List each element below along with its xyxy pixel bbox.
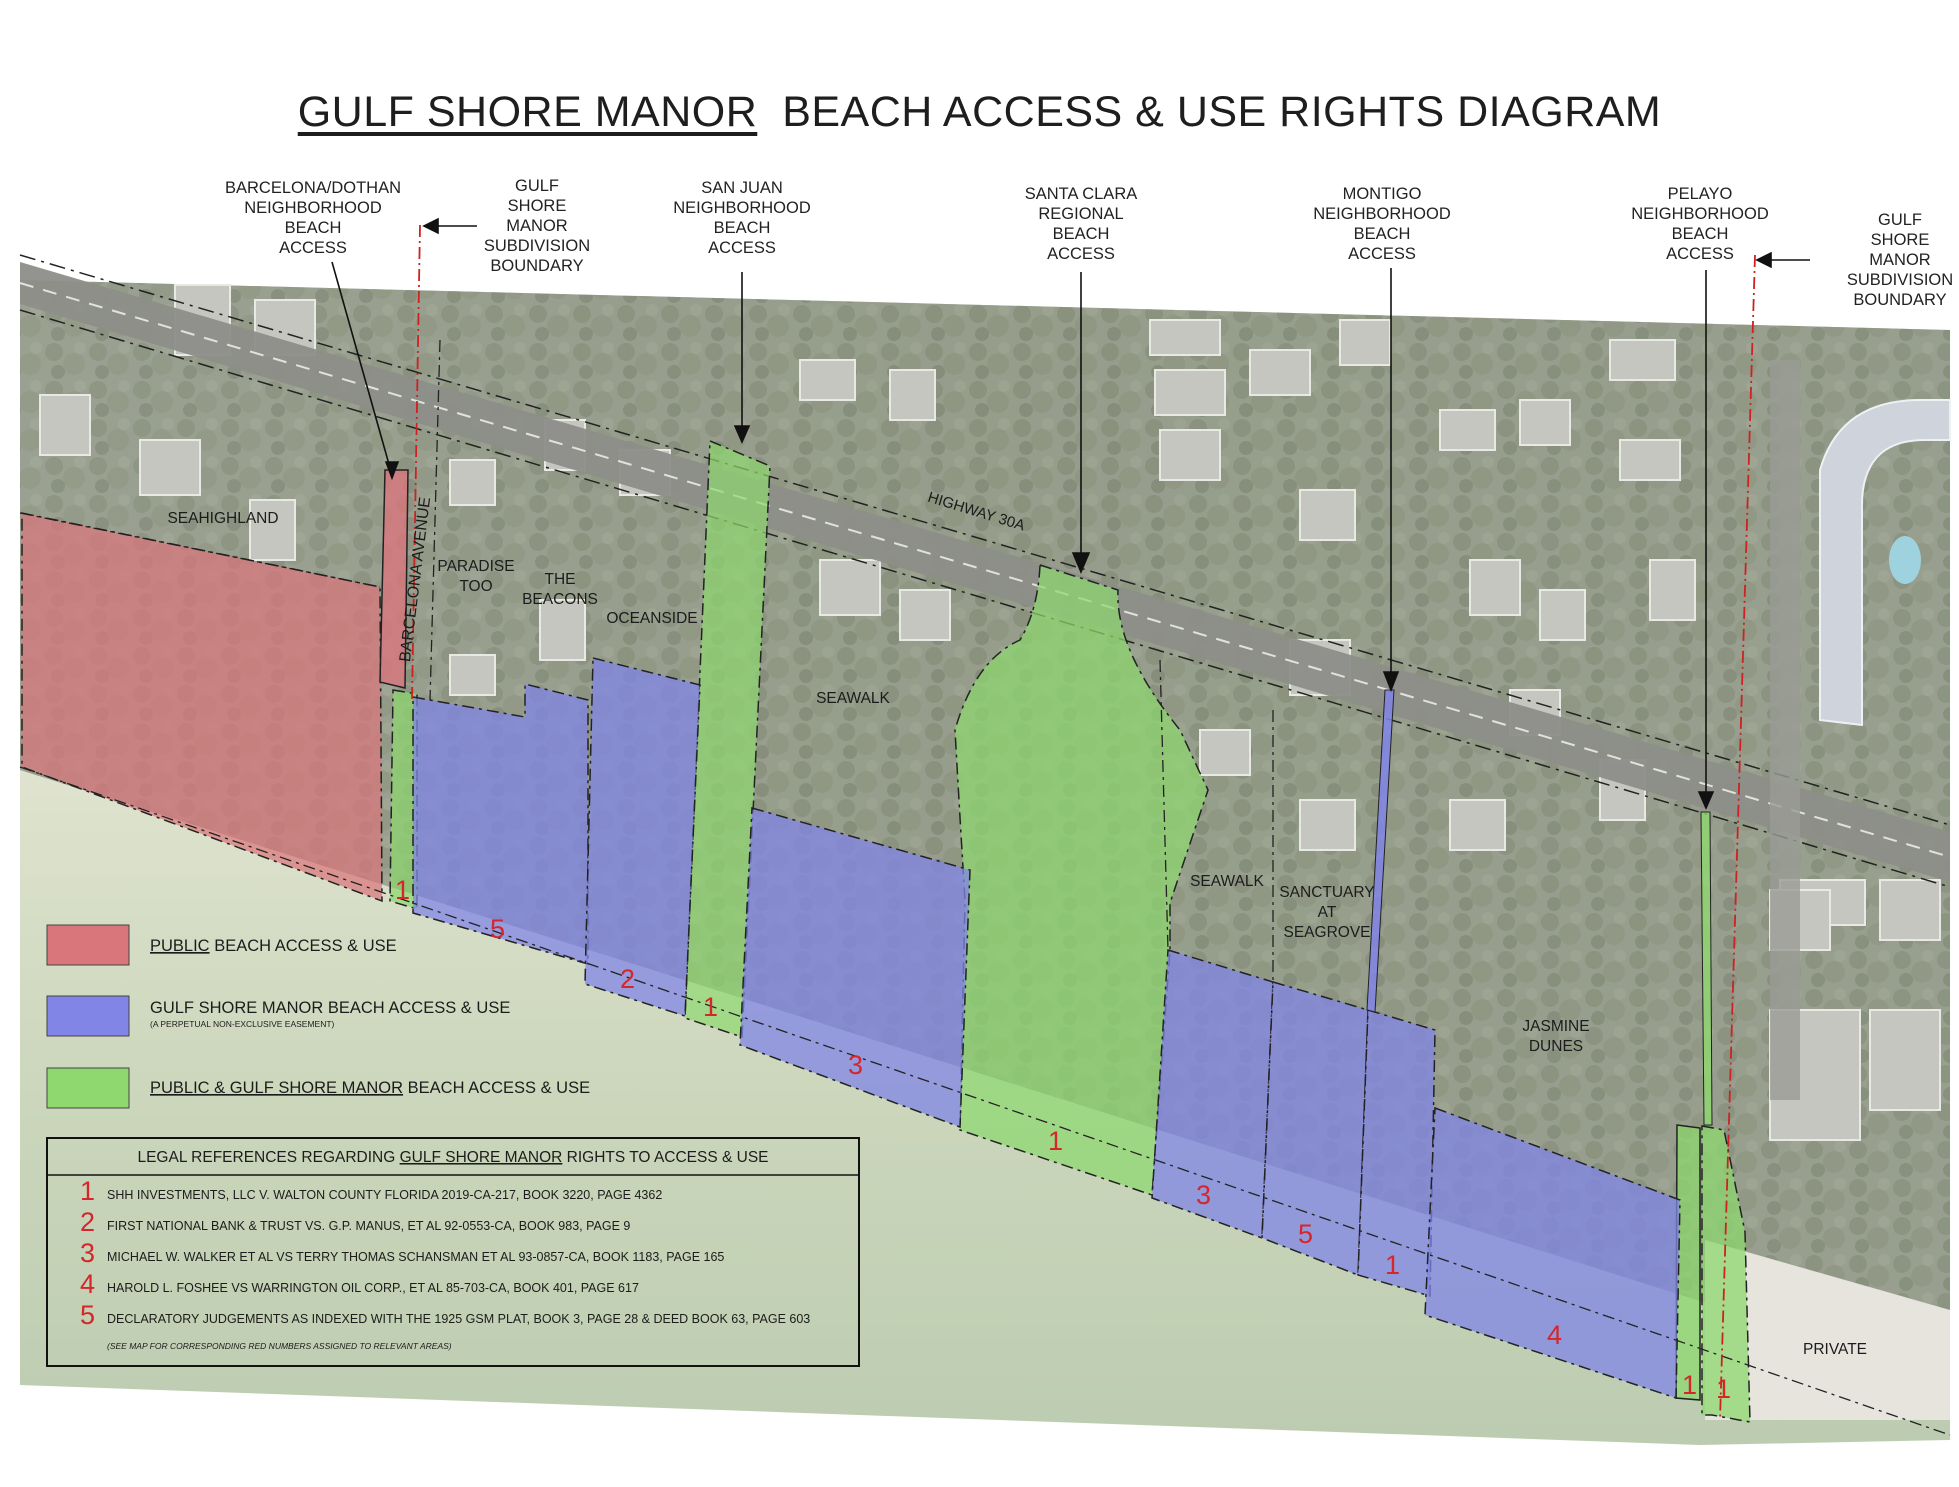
callout-east-subdivision-boundary: GULF SHORE MANOR SUBDIVISION BOUNDARY <box>1846 211 1954 309</box>
label-jasmine-dunes-line2: DUNES <box>1529 1038 1583 1055</box>
area-number-jasmine: 4 <box>1547 1320 1562 1350</box>
label-paradise-too-line2: TOO <box>459 578 492 595</box>
highway-edge-south <box>19 309 1951 888</box>
area-gsm-east-b <box>1261 981 1369 1277</box>
callout-west-subdivision-boundary: GULF SHORE MANOR SUBDIVISION BOUNDARY <box>483 177 591 275</box>
title-underlined: GULF SHORE MANOR <box>297 88 758 136</box>
parcel-lines <box>19 339 1951 1436</box>
callout-barcelona-dothan-access: BARCELONA/DOTHAN NEIGHBORHOOD BEACH ACCE… <box>224 179 402 257</box>
legend-sublabel-gsm: (A PERPETUAL NON-EXCLUSIVE EASEMENT) <box>150 1019 335 1029</box>
area-gsm-oceanside <box>584 657 701 1018</box>
area-gsm-west <box>412 683 589 965</box>
legal-row-4-text: HAROLD L. FOSHEE VS WARRINGTON OIL CORP.… <box>107 1281 639 1295</box>
area-number-gsm-east-a: 3 <box>1196 1180 1211 1210</box>
legend-swatch-gsm <box>46 995 130 1037</box>
resort-building <box>1819 399 1951 727</box>
area-pelayo-north-strip <box>1700 811 1713 1126</box>
area-barcelona-shared-strip <box>389 689 418 911</box>
area-gsm-seawalk <box>739 807 971 1129</box>
legal-row-2-text: FIRST NATIONAL BANK & TRUST VS. G.P. MAN… <box>107 1219 630 1233</box>
area-pelayo-shared-strip-b <box>1675 1124 1701 1401</box>
title-rest: BEACH ACCESS & USE RIGHTS DIAGRAM <box>782 88 1662 136</box>
cross-street <box>1770 360 1800 1100</box>
legal-row-5-text: DECLARATORY JUDGEMENTS AS INDEXED WITH T… <box>107 1312 810 1326</box>
legal-row-3-number: 3 <box>80 1238 95 1268</box>
label-seahighland: SEAHIGHLAND <box>167 510 278 527</box>
area-pelayo-shared-strip <box>1701 1125 1751 1423</box>
area-number-montigo: 1 <box>1385 1250 1400 1280</box>
callout-san-juan-access: SAN JUAN NEIGHBORHOOD BEACH ACCESS <box>673 179 811 257</box>
label-sanctuary-line2: AT <box>1318 904 1337 921</box>
label-sanctuary-line1: SANCTUARY <box>1279 884 1374 901</box>
area-number-pelayo-b: 1 <box>1716 1374 1731 1404</box>
area-number-gsm-west: 5 <box>490 914 505 944</box>
area-public-west <box>21 512 383 903</box>
area-number-santa-clara: 1 <box>1048 1126 1063 1156</box>
callout-santa-clara-access: SANTA CLARA REGIONAL BEACH ACCESS <box>1024 185 1138 263</box>
label-the-beacons-line1: THE <box>545 571 576 588</box>
label-seawalk-west: SEAWALK <box>816 690 890 707</box>
area-gsm-jasmine <box>1424 1106 1681 1400</box>
label-seawalk-east: SEAWALK <box>1190 873 1264 890</box>
area-number-barcelona-strip: 1 <box>395 875 410 905</box>
callout-montigo-access: MONTIGO NEIGHBORHOOD BEACH ACCESS <box>1313 185 1451 263</box>
subdivision-boundary-west <box>411 224 421 701</box>
legal-row-4-number: 4 <box>80 1269 95 1299</box>
legal-row-1-number: 1 <box>80 1176 95 1206</box>
callout-leaders <box>331 217 1810 810</box>
legal-row-5-number: 5 <box>80 1300 95 1330</box>
legal-row-2-number: 2 <box>80 1207 95 1237</box>
area-gsm-east-a <box>1151 949 1274 1240</box>
legend-label-gsm: GULF SHORE MANOR BEACH ACCESS & USE <box>150 999 510 1017</box>
legend-swatch-shared <box>46 1067 130 1109</box>
area-number-pelayo-a: 1 <box>1682 1370 1697 1400</box>
highway-edge-north <box>19 254 1951 826</box>
legal-row-1-text: SHH INVESTMENTS, LLC V. WALTON COUNTY FL… <box>107 1188 662 1202</box>
area-number-gsm-east-b: 5 <box>1298 1219 1313 1249</box>
label-private: PRIVATE <box>1803 1341 1867 1358</box>
highway-30a <box>20 262 1950 882</box>
label-the-beacons-line2: BEACONS <box>522 591 598 608</box>
label-jasmine-dunes-line1: JASMINE <box>1522 1018 1589 1035</box>
subdivision-boundary-east <box>1719 254 1756 1421</box>
legal-row-3-text: MICHAEL W. WALKER ET AL VS TERRY THOMAS … <box>107 1250 724 1264</box>
label-sanctuary-line3: SEAGROVE <box>1284 924 1371 941</box>
area-number-seawalk: 3 <box>848 1050 863 1080</box>
resort-pool <box>1889 536 1921 584</box>
legend-swatch-public <box>46 924 130 966</box>
house-blocks <box>39 284 1941 1141</box>
legend-label-shared: PUBLIC & GULF SHORE MANOR BEACH ACCESS &… <box>150 1079 590 1097</box>
legend-label-public: PUBLIC BEACH ACCESS & USE <box>150 937 397 955</box>
legal-references-box: LEGAL REFERENCES REGARDING GULF SHORE MA… <box>46 1137 860 1367</box>
area-santa-clara-regional <box>954 563 1209 1197</box>
label-paradise-too-line1: PARADISE <box>437 558 514 575</box>
legal-heading: LEGAL REFERENCES REGARDING GULF SHORE MA… <box>137 1149 768 1166</box>
beach-private-sand <box>1705 1240 1950 1420</box>
label-oceanside: OCEANSIDE <box>606 610 697 627</box>
legal-note: (SEE MAP FOR CORRESPONDING RED NUMBERS A… <box>107 1341 452 1351</box>
area-number-oceanside: 2 <box>620 964 635 994</box>
callout-pelayo-access: PELAYO NEIGHBORHOOD BEACH ACCESS <box>1631 185 1769 263</box>
area-barcelona-dothan-strip-red <box>379 469 409 689</box>
legend: PUBLIC BEACH ACCESS & USE GULF SHORE MAN… <box>46 924 590 1109</box>
diagram-title: GULF SHORE MANOR BEACH ACCESS & USE RIGH… <box>0 88 1959 137</box>
area-number-san-juan: 1 <box>703 992 718 1022</box>
